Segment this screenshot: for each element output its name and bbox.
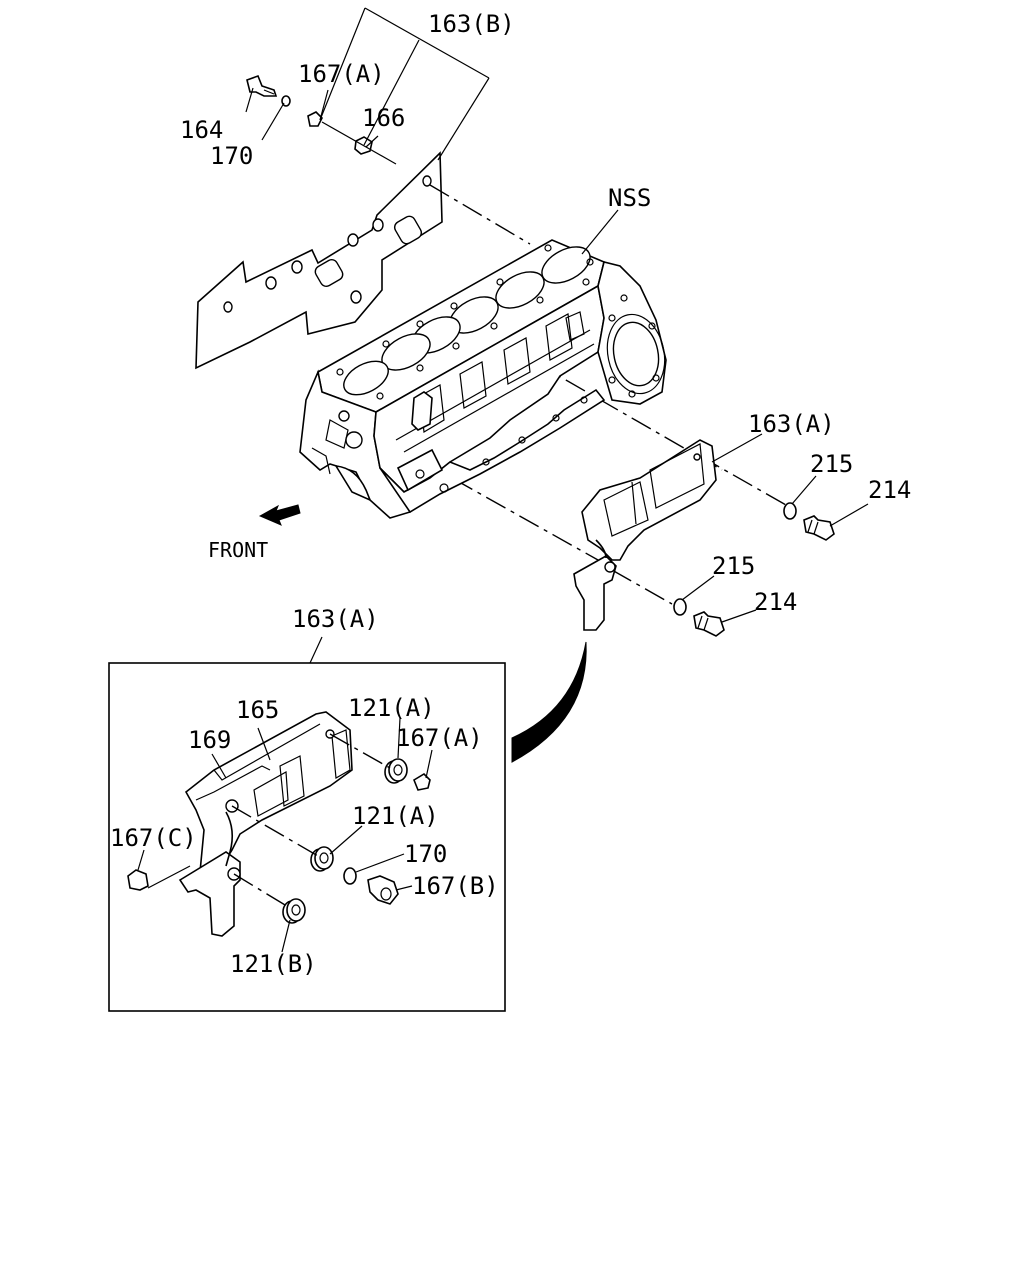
alignment-line <box>233 873 291 909</box>
bolt-214-lower-icon <box>693 611 725 637</box>
alignment-line <box>329 733 391 769</box>
collar-167c-detail-icon <box>127 869 149 891</box>
alignment-line <box>231 805 319 857</box>
leader-163a-detail <box>309 636 323 664</box>
label-165: 165 <box>236 696 279 724</box>
cover-163a-assembly <box>573 439 717 631</box>
washer-215-lower-icon <box>673 598 687 616</box>
label-163a-mid: 163(A) <box>748 410 835 438</box>
leaders-top <box>245 7 490 165</box>
alignment-line <box>611 569 673 605</box>
label-215-upper: 215 <box>810 450 853 478</box>
grommet-121b-icon <box>282 898 306 924</box>
leader-215-upper <box>791 475 817 505</box>
leader-214-upper <box>829 503 869 527</box>
leader-163a-mid <box>711 433 763 463</box>
label-163a-detail: 163(A) <box>292 605 379 633</box>
label-214-upper: 214 <box>868 476 911 504</box>
label-121a-upper: 121(A) <box>348 694 435 722</box>
label-121a-lower: 121(A) <box>352 802 439 830</box>
leaders-detail <box>137 717 433 953</box>
label-170-top: 170 <box>210 142 253 170</box>
label-214-lower: 214 <box>754 588 797 616</box>
label-167a-detail: 167(A) <box>396 724 483 752</box>
leader-214-lower <box>721 609 757 623</box>
washer-170-detail-icon <box>343 867 357 885</box>
gasket-cover-163b <box>195 151 443 370</box>
label-167b-detail: 167(B) <box>412 872 499 900</box>
washer-215-upper-icon <box>783 502 797 520</box>
label-169: 169 <box>188 726 231 754</box>
label-164: 164 <box>180 116 223 144</box>
leader-215-lower <box>681 575 715 601</box>
label-167a-top: 167(A) <box>298 60 385 88</box>
label-nss: NSS <box>608 184 651 212</box>
label-163b: 163(B) <box>428 10 515 38</box>
alignment-line <box>429 184 531 245</box>
label-215-lower: 215 <box>712 552 755 580</box>
front-arrow-icon <box>258 504 301 526</box>
bolt-167b-detail-icon <box>367 875 399 905</box>
detail-box <box>108 662 506 1012</box>
grommet-121a-upper-icon <box>384 758 408 784</box>
label-170-detail: 170 <box>404 840 447 868</box>
cover-163a-detail <box>178 711 353 937</box>
label-166: 166 <box>362 104 405 132</box>
cylinder-block-nss <box>299 239 667 519</box>
detail-callout-arrow-icon <box>511 641 587 763</box>
alignment-line <box>419 459 599 561</box>
bolt-214-upper-icon <box>803 515 835 541</box>
grommet-121a-lower-icon <box>310 846 334 872</box>
label-front: FRONT <box>208 538 268 562</box>
collar-167a-detail-icon <box>413 772 431 791</box>
label-121b: 121(B) <box>230 950 317 978</box>
label-167c: 167(C) <box>110 824 197 852</box>
leader-nss <box>581 209 619 255</box>
collar-167a-icon <box>307 111 323 127</box>
